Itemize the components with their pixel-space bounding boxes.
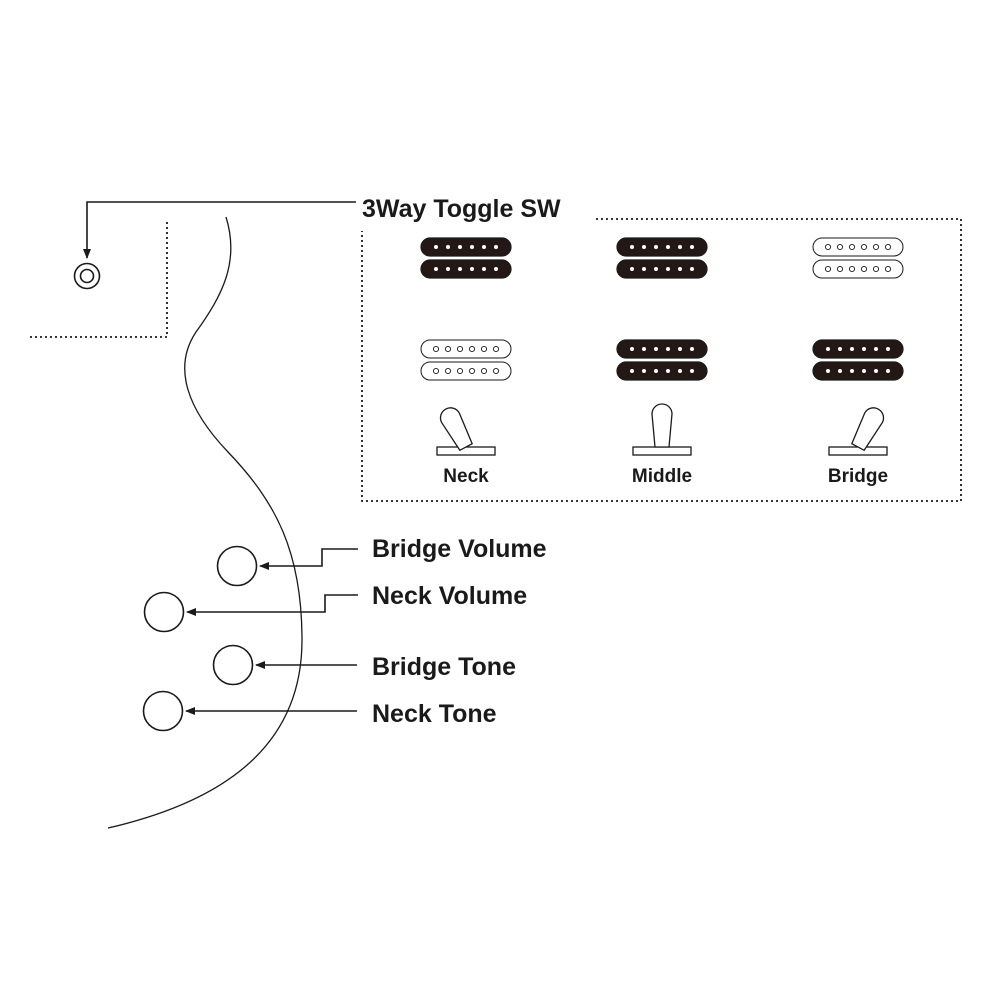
neck-position-neck-pickup	[420, 237, 512, 279]
toggle-positions-box	[361, 218, 962, 502]
bridge-volume-knob	[216, 545, 258, 587]
neck-volume-leader	[186, 594, 358, 616]
bridge-position-label: Bridge	[828, 466, 888, 487]
bridge-position-neck-pickup	[812, 237, 904, 279]
bridge-position-toggle-lever	[828, 407, 888, 456]
neck-tone-knob	[142, 690, 184, 732]
toggle-positions: Neck Middle Bridge	[420, 237, 904, 487]
bridge-volume-label: Bridge Volume	[372, 535, 547, 563]
neck-position-toggle-lever	[436, 407, 496, 456]
neck-volume-label: Neck Volume	[372, 582, 527, 610]
guitar-body-outline	[107, 216, 303, 829]
neck-position-label: Neck	[443, 466, 489, 487]
toggle-switch-title: 3Way Toggle SW	[362, 195, 561, 223]
neck-tone-label: Neck Tone	[372, 700, 497, 728]
neck-volume-knob	[143, 591, 185, 633]
neck-position-bridge-pickup	[420, 339, 512, 381]
bridge-tone-knob	[212, 644, 254, 686]
toggle-switch-jack	[73, 262, 101, 290]
toggle-cavity-outline	[30, 222, 168, 338]
middle-position-label: Middle	[632, 466, 692, 487]
bridge-position-bridge-pickup	[812, 339, 904, 381]
middle-position-neck-pickup	[616, 237, 708, 279]
middle-position-bridge-pickup	[616, 339, 708, 381]
toggle-leader-line	[83, 201, 356, 259]
bridge-tone-label: Bridge Tone	[372, 653, 516, 681]
middle-position-toggle-lever	[632, 403, 692, 456]
bridge-volume-leader	[259, 548, 358, 570]
